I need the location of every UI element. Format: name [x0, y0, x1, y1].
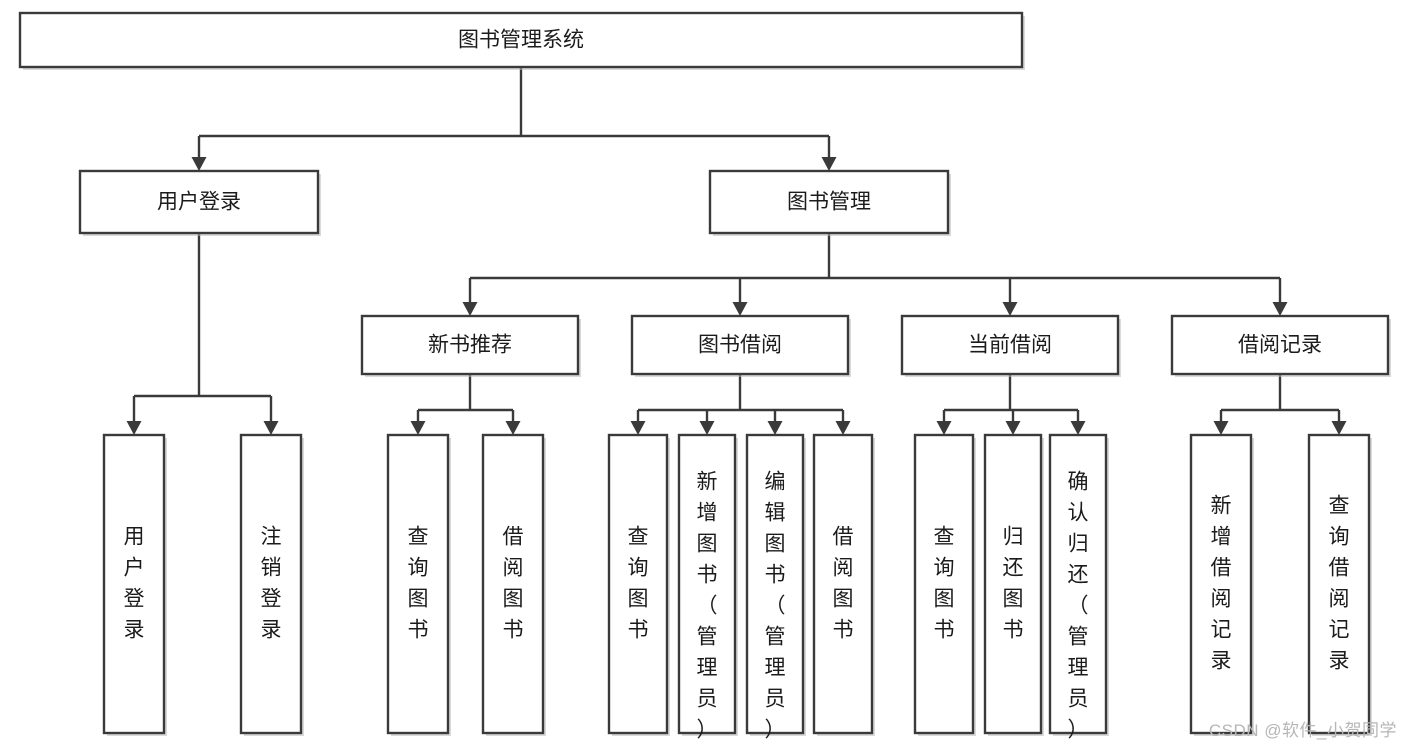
book-manage-to-level3-branch-0-arrowhead [462, 302, 478, 316]
node-leaf-leaf-confirm-return-box[interactable] [1048, 433, 1108, 735]
node-level2-user-login-label: 用户登录 [157, 191, 241, 214]
node-leaf-leaf-add-record-box[interactable] [1189, 433, 1253, 735]
node-leaf-leaf-query-record-box[interactable] [1307, 433, 1371, 735]
book-manage-to-level3-branch-1-arrowhead [732, 302, 748, 316]
current-borrow-to-leaves-branch-1-arrowhead [1005, 421, 1021, 435]
node-level2-user-login-box[interactable] [78, 169, 320, 235]
node-leaf-leaf-add-record[interactable]: 新增借阅记录 [1189, 433, 1254, 736]
node-leaf-leaf-borrow-book-1-label: 借阅图书 [503, 525, 524, 641]
new-book-rec-to-leaves-branch-1-arrowhead [505, 421, 521, 435]
node-leaf-leaf-user-login-label: 用户登录 [124, 525, 145, 641]
node-leaf-leaf-borrow-book-2-box[interactable] [812, 433, 874, 735]
user-login-to-leaves-branch-1-arrowhead [263, 421, 279, 435]
node-leaf-leaf-query-book-3-box[interactable] [913, 433, 975, 735]
node-leaf-leaf-return-book[interactable]: 归还图书 [983, 433, 1044, 736]
root-to-level2-branch-0-arrowhead [191, 157, 207, 171]
node-leaf-leaf-confirm-return-label: 确认归还（管理员） [1068, 470, 1089, 741]
node-root[interactable]: 图书管理系统 [18, 11, 1025, 70]
node-leaf-leaf-borrow-book-1[interactable]: 借阅图书 [481, 433, 546, 736]
node-leaf-leaf-add-book-box[interactable] [677, 433, 737, 735]
node-leaf-leaf-edit-book-label: 编辑图书（管理员） [765, 470, 786, 741]
node-leaf-leaf-user-login[interactable]: 用户登录 [102, 433, 167, 736]
node-level3-borrow-record-label: 借阅记录 [1238, 334, 1322, 357]
node-leaf-leaf-query-book-2-box[interactable] [607, 433, 669, 735]
node-leaf-leaf-borrow-book-1-box[interactable] [481, 433, 545, 735]
book-borrow-to-leaves-branch-2-arrowhead [767, 421, 783, 435]
node-leaf-leaf-add-book[interactable]: 新增图书（管理员） [677, 433, 738, 741]
current-borrow-to-leaves-branch-2-arrowhead [1070, 421, 1086, 435]
node-leaf-leaf-edit-book-box[interactable] [745, 433, 805, 735]
node-leaf-leaf-confirm-return[interactable]: 确认归还（管理员） [1048, 433, 1109, 741]
node-leaf-leaf-query-record[interactable]: 查询借阅记录 [1307, 433, 1372, 736]
current-borrow-to-leaves-branch-0-arrowhead [936, 421, 952, 435]
node-level3-book-borrow-box[interactable] [630, 314, 850, 376]
node-leaf-leaf-add-book-label: 新增图书（管理员） [697, 470, 718, 741]
borrow-record-to-leaves-branch-1-arrowhead [1331, 421, 1347, 435]
node-leaf-leaf-query-book-3-label: 查询图书 [934, 525, 955, 641]
node-level3-new-book-rec-label: 新书推荐 [428, 334, 512, 357]
borrow-record-to-leaves-branch-0-arrowhead [1213, 421, 1229, 435]
node-level3-new-book-rec[interactable]: 新书推荐 [360, 314, 581, 377]
node-leaf-leaf-borrow-book-2[interactable]: 借阅图书 [812, 433, 875, 736]
node-level3-new-book-rec-box[interactable] [360, 314, 580, 376]
book-borrow-to-leaves-branch-3-arrowhead [835, 421, 851, 435]
book-manage-to-level3-branch-2-arrowhead [1002, 302, 1018, 316]
node-level2-book-manage-box[interactable] [708, 169, 950, 235]
node-leaf-leaf-user-login-box[interactable] [102, 433, 166, 735]
root-to-level2-branch-1-arrowhead [821, 157, 837, 171]
node-leaf-leaf-query-book-3[interactable]: 查询图书 [913, 433, 976, 736]
node-leaf-leaf-query-book-2[interactable]: 查询图书 [607, 433, 670, 736]
node-root-label: 图书管理系统 [458, 29, 584, 52]
node-level3-current-borrow-box[interactable] [900, 314, 1120, 376]
user-login-to-leaves-branch-0-arrowhead [126, 421, 142, 435]
new-book-rec-to-leaves-branch-0-arrowhead [410, 421, 426, 435]
node-level2-user-login[interactable]: 用户登录 [78, 169, 321, 236]
node-root-box[interactable] [18, 11, 1024, 69]
node-leaf-leaf-edit-book[interactable]: 编辑图书（管理员） [745, 433, 806, 741]
node-leaf-leaf-query-book-2-label: 查询图书 [628, 525, 649, 641]
node-leaf-leaf-return-book-label: 归还图书 [1003, 525, 1024, 641]
node-leaf-leaf-query-book-1[interactable]: 查询图书 [386, 433, 451, 736]
book-manage-to-level3-branch-3-arrowhead [1272, 302, 1288, 316]
node-leaf-leaf-return-book-box[interactable] [983, 433, 1043, 735]
node-leaf-leaf-add-record-label: 新增借阅记录 [1211, 494, 1232, 672]
node-leaf-leaf-query-book-1-box[interactable] [386, 433, 450, 735]
book-borrow-to-leaves-branch-0-arrowhead [630, 421, 646, 435]
node-leaf-leaf-user-logout-box[interactable] [239, 433, 303, 735]
node-level3-borrow-record[interactable]: 借阅记录 [1170, 314, 1391, 377]
node-level3-book-borrow-label: 图书借阅 [698, 334, 782, 357]
node-level3-book-borrow[interactable]: 图书借阅 [630, 314, 851, 377]
node-leaf-leaf-query-record-label: 查询借阅记录 [1329, 494, 1350, 672]
book-borrow-to-leaves-branch-1-arrowhead [699, 421, 715, 435]
node-level3-current-borrow[interactable]: 当前借阅 [900, 314, 1121, 377]
node-level3-current-borrow-label: 当前借阅 [968, 334, 1052, 357]
node-level2-book-manage-label: 图书管理 [787, 191, 871, 214]
node-leaf-leaf-query-book-1-label: 查询图书 [408, 525, 429, 641]
node-leaf-leaf-user-logout-label: 注销登录 [261, 525, 282, 641]
node-leaf-leaf-borrow-book-2-label: 借阅图书 [833, 525, 854, 641]
node-level2-book-manage[interactable]: 图书管理 [708, 169, 951, 236]
watermark-text: CSDN @软件_小贺同学 [1208, 721, 1397, 740]
node-level3-borrow-record-box[interactable] [1170, 314, 1390, 376]
node-leaf-leaf-user-logout[interactable]: 注销登录 [239, 433, 304, 736]
